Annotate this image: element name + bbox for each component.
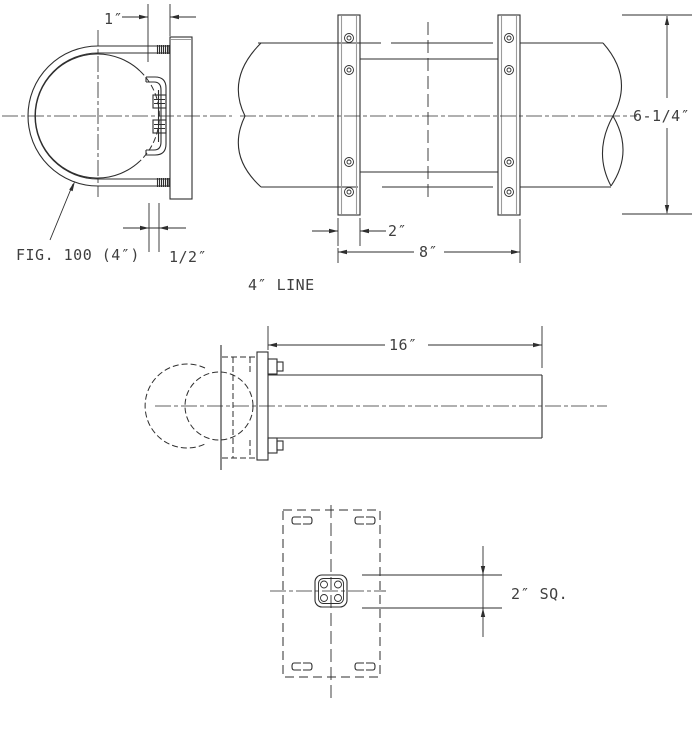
dimension-8in: 8″ (337, 219, 521, 263)
plan-view-tube: 16″ (144, 326, 607, 470)
dim-half-label: 1/2″ (169, 248, 207, 266)
figure-label: FIG. 100 (4″) (16, 246, 140, 264)
dimension-2in: 2″ (312, 218, 407, 246)
dimension-1in: 1″ (104, 4, 196, 62)
pipe-break-left (237, 42, 262, 188)
line-size-label: 4″ LINE (248, 276, 315, 294)
pipe-break-right (601, 42, 624, 187)
thread-hatch-bottom (156, 178, 170, 187)
dimension-half-in: 1/2″ (123, 203, 207, 266)
slot-tabs (291, 516, 376, 671)
dimension-6-quarter: 6-1/4″ (622, 14, 692, 215)
dim-1in-label: 1″ (104, 10, 123, 28)
dim-16in-label: 16″ (389, 336, 418, 354)
side-view-on-pipe: 6-1/4″ 2″ 8″ 4″ LINE (237, 14, 692, 294)
mounting-plate (169, 36, 193, 200)
bottom-plan-view: 2″ SQ. (270, 505, 568, 700)
u-bolt-hidden-arc (144, 363, 206, 449)
dim-2sq-label: 2″ SQ. (511, 585, 568, 603)
thread-hatch-top (156, 45, 170, 54)
tube-rails (360, 58, 498, 173)
end-view-u-bolt-clamp: 1″ 1/2″ FIG. 100 (4″) (2, 4, 232, 266)
dim-8in-label: 8″ (419, 243, 438, 261)
dimension-2in-sq: 2″ SQ. (362, 546, 568, 637)
bracket-bar-left (337, 14, 361, 216)
bracket-bar-right (497, 14, 521, 216)
figure-callout: FIG. 100 (4″) (16, 181, 140, 264)
plate-hidden-outline (282, 509, 381, 678)
square-tube (268, 374, 543, 439)
dimension-16in: 16″ (267, 326, 543, 368)
bracket-hidden-flanges (222, 356, 257, 459)
dim-6-quarter-label: 6-1/4″ (633, 107, 690, 125)
dim-2in-label: 2″ (388, 222, 407, 240)
